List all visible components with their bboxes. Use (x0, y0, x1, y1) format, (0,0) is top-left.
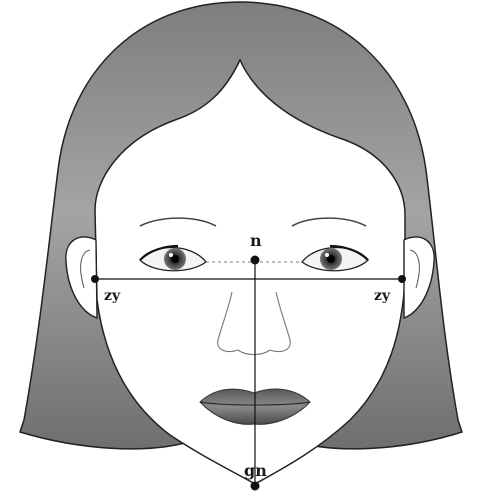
landmark-gn-point (251, 482, 260, 491)
landmark-zy-left-point (91, 275, 99, 283)
landmark-gn-label: gn (244, 461, 267, 480)
landmark-n-label: n (250, 231, 262, 250)
landmark-zy-right-label: zy (374, 288, 391, 304)
landmark-zy-left-label: zy (104, 288, 121, 304)
landmark-n-point (251, 256, 260, 265)
landmark-zy-right-point (398, 275, 406, 283)
